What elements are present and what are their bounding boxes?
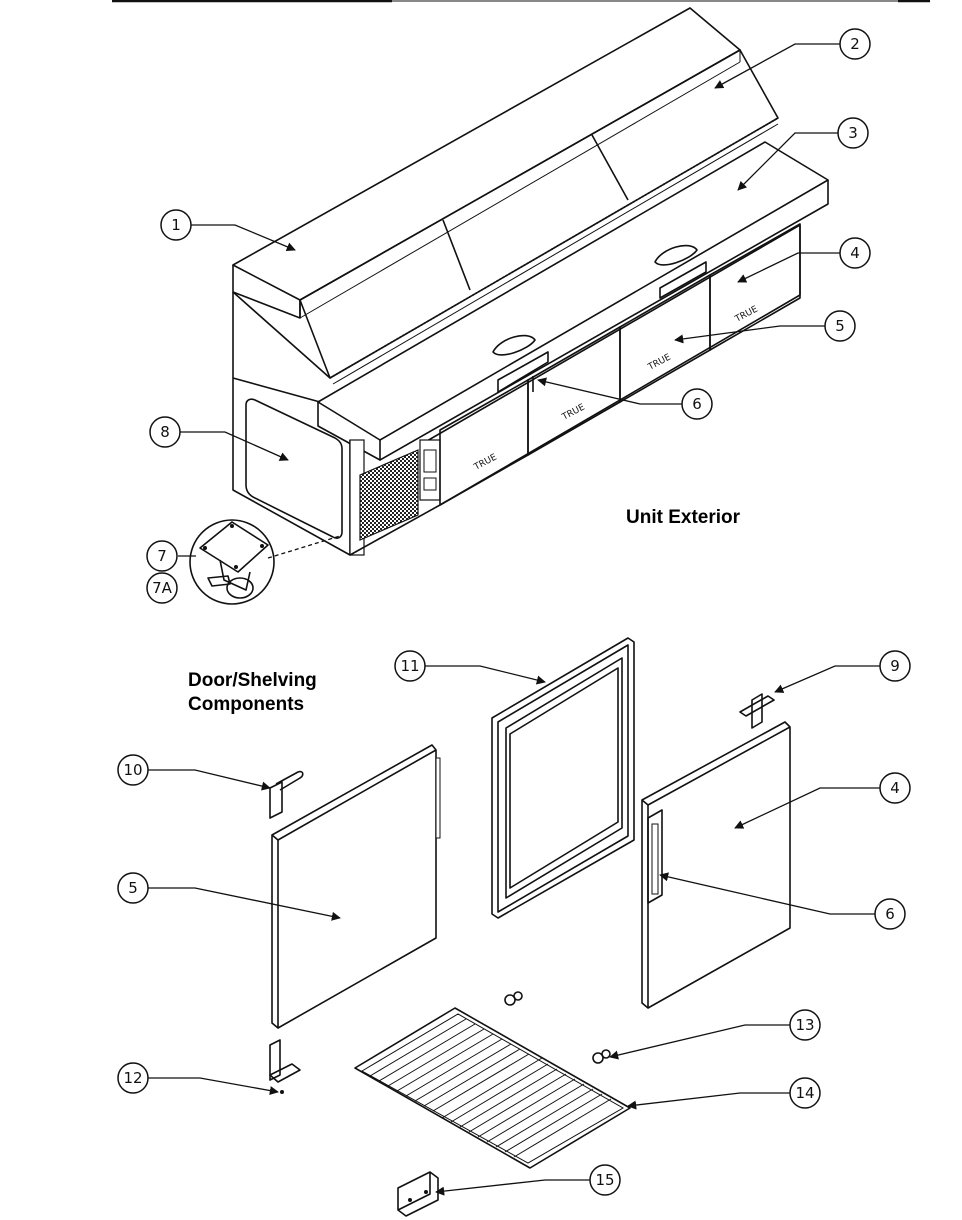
svg-text:15: 15 [595,1171,614,1189]
svg-text:1: 1 [171,216,181,234]
callout-7a: 7A [146,572,178,604]
svg-text:TRUE: TRUE [472,452,499,473]
svg-text:4: 4 [890,779,900,797]
callout-1: 1 [160,209,192,241]
callout-11: 11 [394,650,426,682]
wire-shelf [354,1007,631,1169]
svg-text:3: 3 [848,124,858,142]
svg-text:8: 8 [160,423,170,441]
shelf-bracket [397,1171,439,1217]
hinge-bottom [269,1039,301,1094]
svg-text:5: 5 [835,317,845,335]
svg-text:9: 9 [890,657,900,675]
callout-4: 4 [839,237,871,269]
cutting-board [317,141,829,461]
callout-6-components: 6 [874,898,906,930]
leader-lines [148,43,880,1196]
door-left [271,744,441,1029]
svg-text:2: 2 [850,35,860,53]
svg-text:14: 14 [795,1084,814,1102]
cabinet-left-end [232,292,441,556]
svg-text:5: 5 [128,879,138,897]
sneeze-guard-glass [232,49,779,385]
cabinet-front: TRUE TRUE TRUE TRUE [419,223,801,506]
callout-6: 6 [681,388,713,420]
heading-unit-exterior: Unit Exterior [626,507,741,528]
hinge-top-right [739,693,775,729]
heading-components: Components [188,694,304,715]
svg-text:TRUE: TRUE [646,352,673,373]
callout-14: 14 [789,1077,821,1109]
callout-15: 15 [589,1164,621,1196]
callout-10: 10 [117,754,149,786]
door-gasket [491,637,635,919]
svg-text:12: 12 [123,1069,142,1087]
unit-exterior-drawing: TRUE TRUE TRUE TRUE [189,7,829,605]
svg-text:13: 13 [795,1016,814,1034]
callout-4-components: 4 [879,772,911,804]
callout-2: 2 [839,28,871,60]
callout-3: 3 [837,117,869,149]
callout-5: 5 [824,310,856,342]
svg-text:6: 6 [885,905,895,923]
callout-8: 8 [149,416,181,448]
door-right [641,721,791,1009]
callout-9: 9 [879,650,911,682]
svg-text:TRUE: TRUE [560,402,587,423]
callout-12: 12 [117,1062,149,1094]
callout-13: 13 [789,1009,821,1041]
caster-detail [189,519,341,605]
components-drawing [269,637,791,1217]
svg-text:7: 7 [157,547,167,565]
callout-5-components: 5 [117,872,149,904]
svg-text:10: 10 [123,761,142,779]
shelf-clips [504,991,611,1064]
svg-text:6: 6 [692,395,702,413]
canopy-top [232,7,741,319]
heading-door-shelving: Door/Shelving [188,670,317,691]
svg-text:TRUE: TRUE [733,304,760,325]
hinge-top-left [269,770,304,819]
svg-text:11: 11 [400,657,419,675]
svg-text:4: 4 [850,244,860,262]
callout-7: 7 [146,540,178,572]
svg-text:7A: 7A [152,579,173,597]
